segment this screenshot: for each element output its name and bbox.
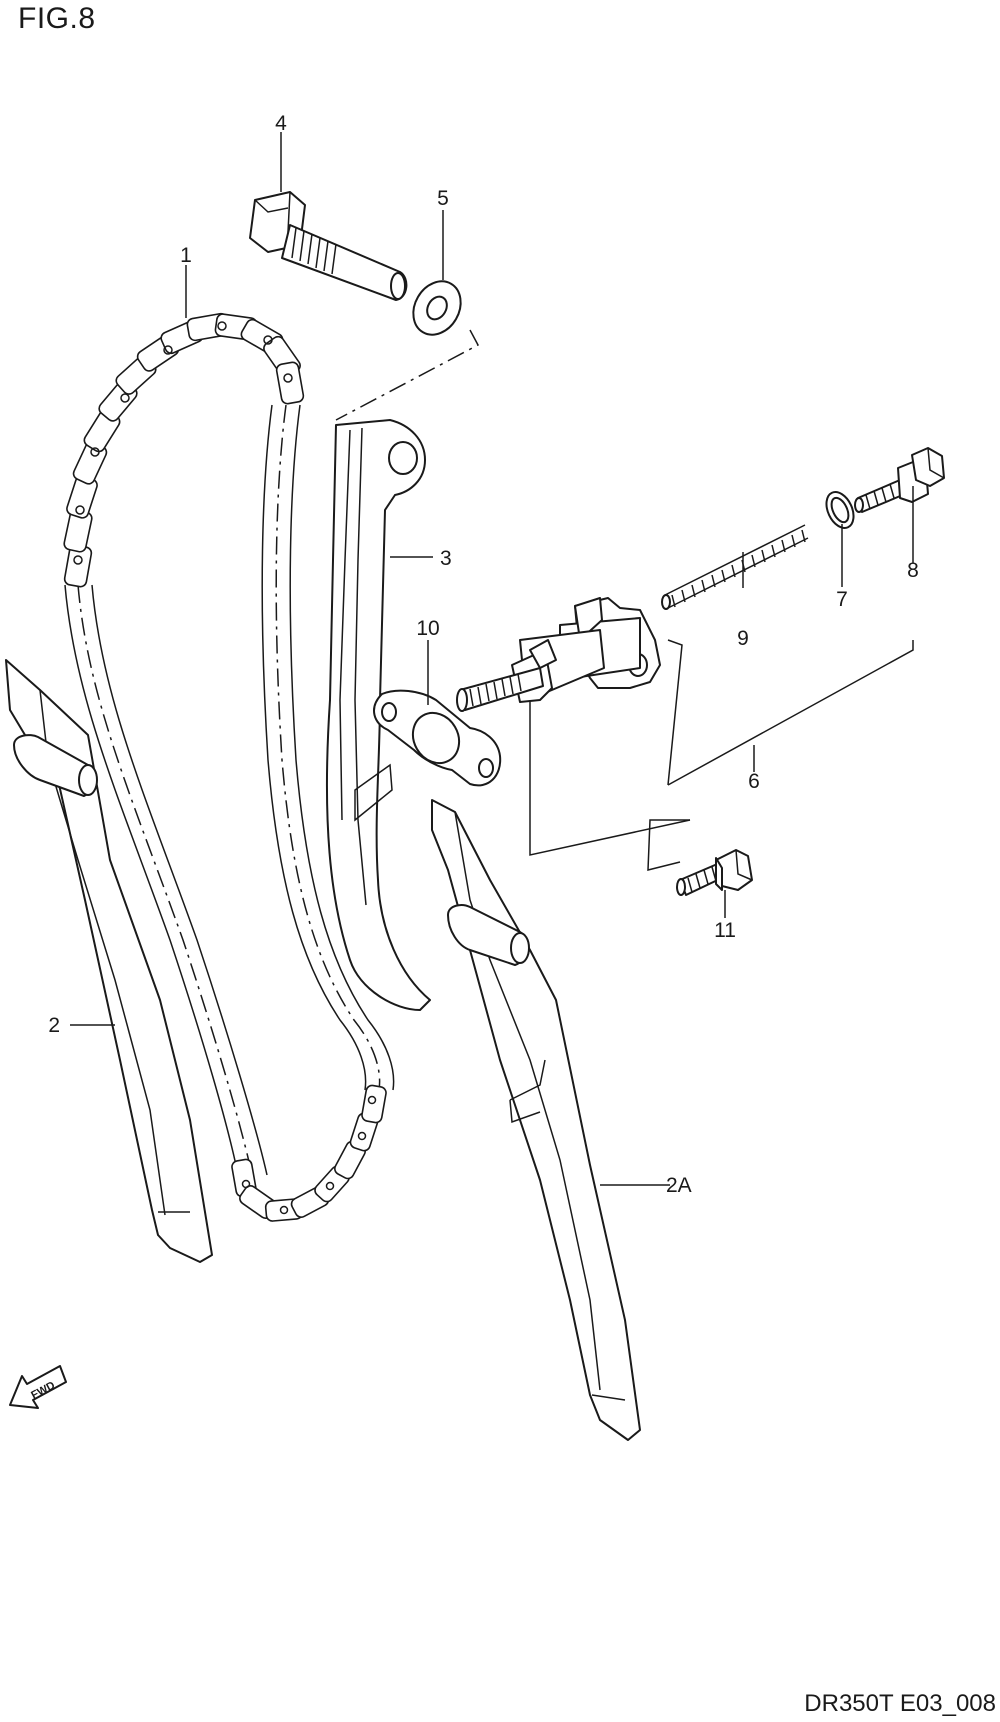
- leader-lines: [70, 132, 914, 1186]
- callout-2: 2: [48, 1014, 60, 1037]
- gasket-part-10: [373, 689, 502, 787]
- bolt-part-11: [676, 849, 753, 896]
- callout-6: 6: [748, 770, 760, 793]
- callout-2a: 2A: [666, 1174, 692, 1197]
- chain-guide-left: [5, 659, 213, 1263]
- callout-7: 7: [836, 588, 848, 611]
- callout-11: 11: [714, 919, 736, 942]
- figure-title: FIG.8: [18, 2, 96, 35]
- washer-part-5: [412, 280, 462, 336]
- tensioner-adjuster-assembly: [456, 597, 691, 871]
- callout-labels: 1 4 5 3 10 2 2A 9 7 8 6 11: [48, 112, 919, 1197]
- callout-1: 1: [180, 244, 192, 267]
- cam-chain: [63, 312, 395, 1222]
- callout-8: 8: [907, 559, 919, 582]
- callout-10: 10: [416, 617, 439, 640]
- spring-part-9: [661, 524, 809, 610]
- cap-bolt-part-8: [854, 447, 945, 513]
- bolt-part-4: [249, 191, 408, 301]
- chain-guide-right: [431, 799, 641, 1441]
- document-code: DR350T E03_008: [804, 1690, 996, 1717]
- callout-9: 9: [737, 627, 749, 650]
- callout-4: 4: [275, 112, 287, 135]
- chain-links-top: [63, 312, 305, 588]
- chain-links-bottom: [231, 1084, 387, 1222]
- o-ring-part-7: [825, 491, 855, 529]
- fwd-arrow-icon: FWD: [9, 1365, 67, 1409]
- callout-3: 3: [440, 547, 452, 570]
- callout-5: 5: [437, 187, 449, 210]
- assembly-line-4-3: [335, 329, 480, 421]
